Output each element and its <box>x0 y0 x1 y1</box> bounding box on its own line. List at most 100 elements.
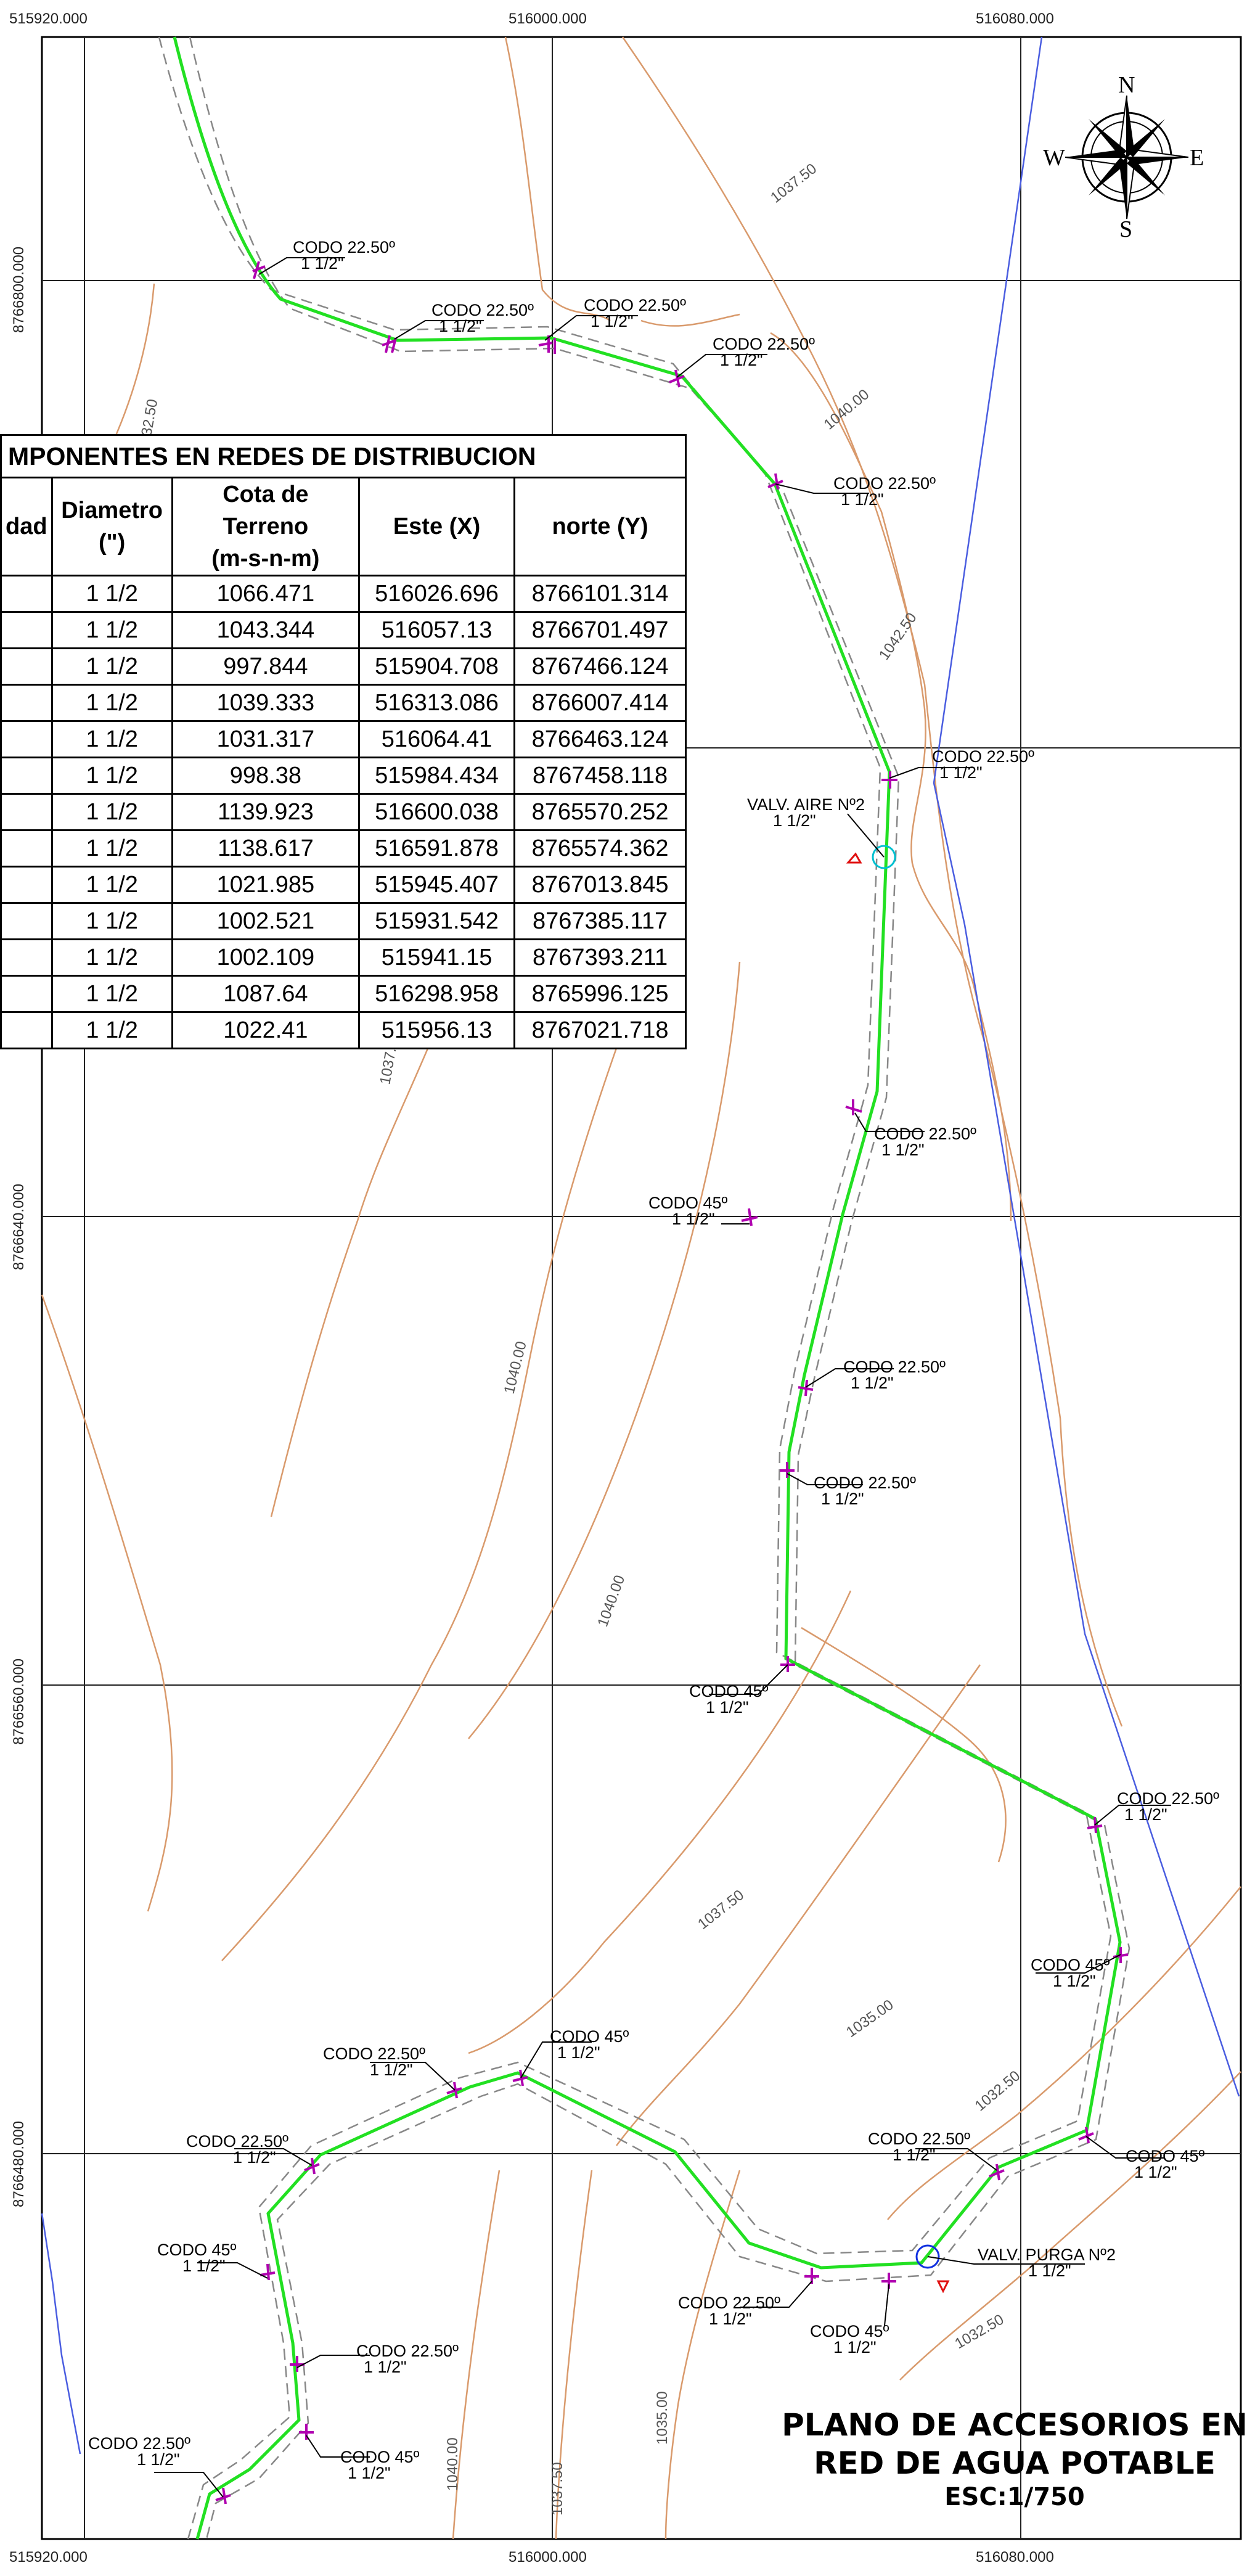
table-cell <box>0 647 53 686</box>
plan-title-line1: PLANO DE ACCESORIOS EN <box>782 2407 1248 2443</box>
fitting-size: 1 1/2" <box>881 1141 925 1159</box>
table-cell: 8767458.118 <box>513 757 687 795</box>
table-cell: 1138.617 <box>171 829 361 868</box>
fitting-size: 1 1/2" <box>939 763 983 782</box>
plan-title-line2: RED DE AGUA POTABLE <box>814 2445 1216 2481</box>
table-cell: 1 1/2 <box>51 575 173 613</box>
fitting-size: 1 1/2" <box>364 2358 407 2376</box>
table-cell: 1 1/2 <box>51 829 173 868</box>
table-cell: 515931.542 <box>358 902 516 940</box>
table-cell <box>0 866 53 904</box>
fitting-name: CODO 45º <box>648 1194 728 1212</box>
table-cell: 1 1/2 <box>51 720 173 758</box>
table-cell: 8766007.414 <box>513 684 687 722</box>
table-cell: 1139.923 <box>171 793 361 831</box>
compass-west-label: W <box>1043 145 1065 171</box>
table-header-row: dad Diametro (") Cota de Terreno (m-s-n-… <box>0 477 687 576</box>
table-cell: 1 1/2 <box>51 866 173 904</box>
fitting-size: 1 1/2" <box>851 1374 894 1392</box>
table-cell: 8766463.124 <box>513 720 687 758</box>
table-cell: 516313.086 <box>358 684 516 722</box>
table-cell: 1 1/2 <box>51 1011 173 1049</box>
fitting-size: 1 1/2" <box>1134 2163 1177 2181</box>
table-cell: 1002.521 <box>171 902 361 940</box>
fitting-name: CODO 45º <box>550 2027 629 2046</box>
table-cell: 1031.317 <box>171 720 361 758</box>
column-header: Cota de Terreno (m-s-n-m) <box>171 477 361 576</box>
fitting-name: CODO 45º <box>340 2448 420 2466</box>
table-cell: 1 1/2 <box>51 793 173 831</box>
fitting-size: 1 1/2" <box>821 1490 864 1508</box>
fitting-size: 1 1/2" <box>233 2148 276 2167</box>
fitting-name: CODO 45º <box>810 2322 889 2340</box>
fitting-name: CODO 22.50º <box>713 335 815 353</box>
table-cell: 515984.434 <box>358 757 516 795</box>
column-header: norte (Y) <box>513 477 687 576</box>
fitting-name: CODO 22.50º <box>1117 1789 1219 1808</box>
table-cell: 8765570.252 <box>513 793 687 831</box>
table-cell <box>0 575 53 613</box>
contour-label: 1040.00 <box>444 2437 461 2491</box>
fitting-name: CODO 22.50º <box>932 747 1034 766</box>
fitting-size: 1 1/2" <box>720 351 763 369</box>
water-pipe <box>173 36 1122 2540</box>
fitting-size: 1 1/2" <box>841 490 884 509</box>
plan-scale: ESC:1/750 <box>944 2483 1084 2511</box>
fitting-name: CODO 22.50º <box>814 1474 916 1492</box>
table-cell: 8766101.314 <box>513 575 687 613</box>
table-cell <box>0 793 53 831</box>
table-cell: 516298.958 <box>358 975 516 1013</box>
table-cell: 8765574.362 <box>513 829 687 868</box>
fitting-name: VALV. AIRE Nº2 <box>747 795 865 814</box>
table-cell: 1 1/2 <box>51 647 173 686</box>
table-cell: 998.38 <box>171 757 361 795</box>
components-table-wrap: MPONENTES EN REDES DE DISTRIBUCION dad D… <box>0 434 687 1049</box>
table-cell <box>0 720 53 758</box>
compass-east-label: E <box>1190 145 1204 171</box>
fitting-size: 1 1/2" <box>301 254 344 273</box>
fitting-name: CODO 22.50º <box>323 2045 425 2063</box>
table-cell: 1022.41 <box>171 1011 361 1049</box>
column-header: dad <box>0 477 53 576</box>
coord-bottom-1: 515920.000 <box>9 2549 88 2566</box>
table-cell: 1039.333 <box>171 684 361 722</box>
fitting-name: VALV. PURGA Nº2 <box>978 2246 1116 2264</box>
fitting-name: CODO 45º <box>1031 1956 1110 1974</box>
table-cell <box>0 757 53 795</box>
table-cell: 1 1/2 <box>51 902 173 940</box>
table-cell: 8765996.125 <box>513 975 687 1013</box>
fitting-name: CODO 22.50º <box>678 2294 780 2312</box>
fitting-name: CODO 22.50º <box>584 296 686 314</box>
compass-south-label: S <box>1119 216 1132 242</box>
table-cell: 8767385.117 <box>513 902 687 940</box>
table-cell: 515945.407 <box>358 866 516 904</box>
table-cell: 997.844 <box>171 647 361 686</box>
fitting-name: CODO 22.50º <box>833 474 936 493</box>
